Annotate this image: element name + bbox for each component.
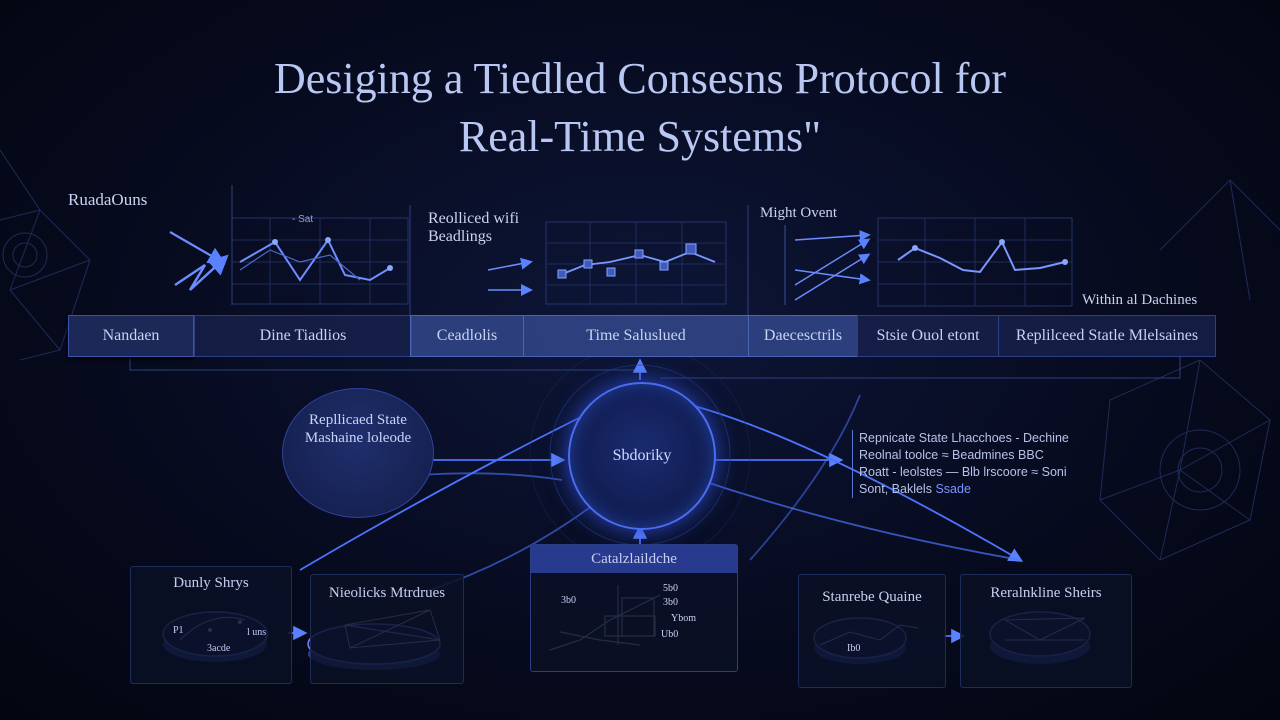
card-0-tick-3: 3acde xyxy=(207,643,231,654)
card-3-title: Stanrebe Quaine xyxy=(822,589,922,605)
page-title: Desiging a Tiedled Consesns Protocol for… xyxy=(0,50,1280,166)
title-line-2: Real-Time Systems" xyxy=(458,112,822,161)
nav-item-0-label: Nandaen xyxy=(102,327,160,344)
right-network-decoration xyxy=(1099,179,1280,561)
card-2-title: Catalzlaildche xyxy=(531,545,737,573)
card-2[interactable]: Catalzlaildche 3b0 5b0 3b0 Ybom Ub0 xyxy=(530,544,738,672)
card-4[interactable]: Reralnkline Sheirs xyxy=(960,574,1132,688)
panel-1-tick: - Sat xyxy=(292,214,314,225)
nav-item-2-label: Ceadlolis xyxy=(436,327,498,344)
panel-3-caption: Within al Dachines xyxy=(1082,292,1198,308)
card-0-tick-2: l uns xyxy=(247,627,267,638)
left-node-line-2: Mashaine loleode xyxy=(304,430,412,446)
card-1-title: Nieolicks Mtrdrues xyxy=(328,585,446,601)
nav-item-1-label: Dine Tiadlios xyxy=(259,327,347,344)
card-3-tick-1: Ib0 xyxy=(847,643,861,654)
nav-item-4-label: Daecesctrils xyxy=(763,327,843,344)
card-1[interactable]: Nieolicks Mtrdrues xyxy=(310,574,464,684)
side-list-item-3: Sont, Baklels xyxy=(859,482,932,496)
nav-item-3[interactable]: Time Saluslued xyxy=(523,315,749,357)
nav-item-5-label: Stsie Ouol etont xyxy=(876,327,980,344)
card-2-t5: Ub0 xyxy=(661,629,679,640)
nav-item-0[interactable]: Nandaen xyxy=(68,315,194,357)
replicated-state-machine-node[interactable]: Repllicaed State Mashaine loleode xyxy=(282,388,434,518)
side-list: Repnicate State Lhacchoes - Dechine Reol… xyxy=(852,430,1069,498)
side-list-item-2: Roatt - leolstes — Blb lrscoore ≈ Soni xyxy=(859,465,1067,479)
panel-1-label: RuadaOuns xyxy=(68,190,148,209)
panel-2-label-line-2: Beadlings xyxy=(428,228,492,245)
panel-3-chart xyxy=(747,205,1073,320)
nav-item-3-label: Time Saluslued xyxy=(586,327,686,344)
nav-item-1[interactable]: Dine Tiadlios xyxy=(194,315,412,357)
card-0-title: Dunly Shrys xyxy=(173,575,249,591)
side-list-accent: Ssade xyxy=(935,482,971,496)
panel-1-chart xyxy=(169,185,409,305)
card-4-title: Reralnkline Sheirs xyxy=(990,585,1102,601)
left-node-line-1: Repllicaed State xyxy=(309,412,407,428)
nav-item-6-label: Replilceed Statle Mlelsaines xyxy=(1015,327,1199,344)
center-node[interactable]: Sbdoriky xyxy=(568,382,716,530)
side-list-item-0: Repnicate State Lhacchoes - Dechine xyxy=(859,431,1069,445)
center-node-label: Sbdoriky xyxy=(612,447,672,464)
nav-item-4[interactable]: Daecesctrils xyxy=(748,315,858,357)
card-2-t4: Ybom xyxy=(671,613,696,624)
panel-2-label-line-1: Reolliced wifi xyxy=(428,210,520,227)
panel-3-label: Might Ovent xyxy=(760,205,838,221)
title-line-1: Desiging a Tiedled Consesns Protocol for xyxy=(273,54,1007,103)
nav-item-2[interactable]: Ceadlolis xyxy=(410,315,524,357)
nav-item-6[interactable]: Replilceed Statle Mlelsaines xyxy=(998,315,1216,357)
card-0-tick-1: P1 xyxy=(173,625,184,636)
card-2-t3: 3b0 xyxy=(663,597,678,608)
card-2-t1: 3b0 xyxy=(561,595,576,606)
card-2-t2: 5b0 xyxy=(663,583,678,594)
panel-2-chart xyxy=(409,205,727,320)
nav-item-5[interactable]: Stsie Ouol etont xyxy=(857,315,999,357)
card-0[interactable]: Dunly Shrys P1 l uns 3acde xyxy=(130,566,292,684)
side-list-item-1: Reolnal toolce ≈ Beadmines BBC xyxy=(859,448,1044,462)
card-3[interactable]: Stanrebe Quaine Ib0 xyxy=(798,574,946,688)
